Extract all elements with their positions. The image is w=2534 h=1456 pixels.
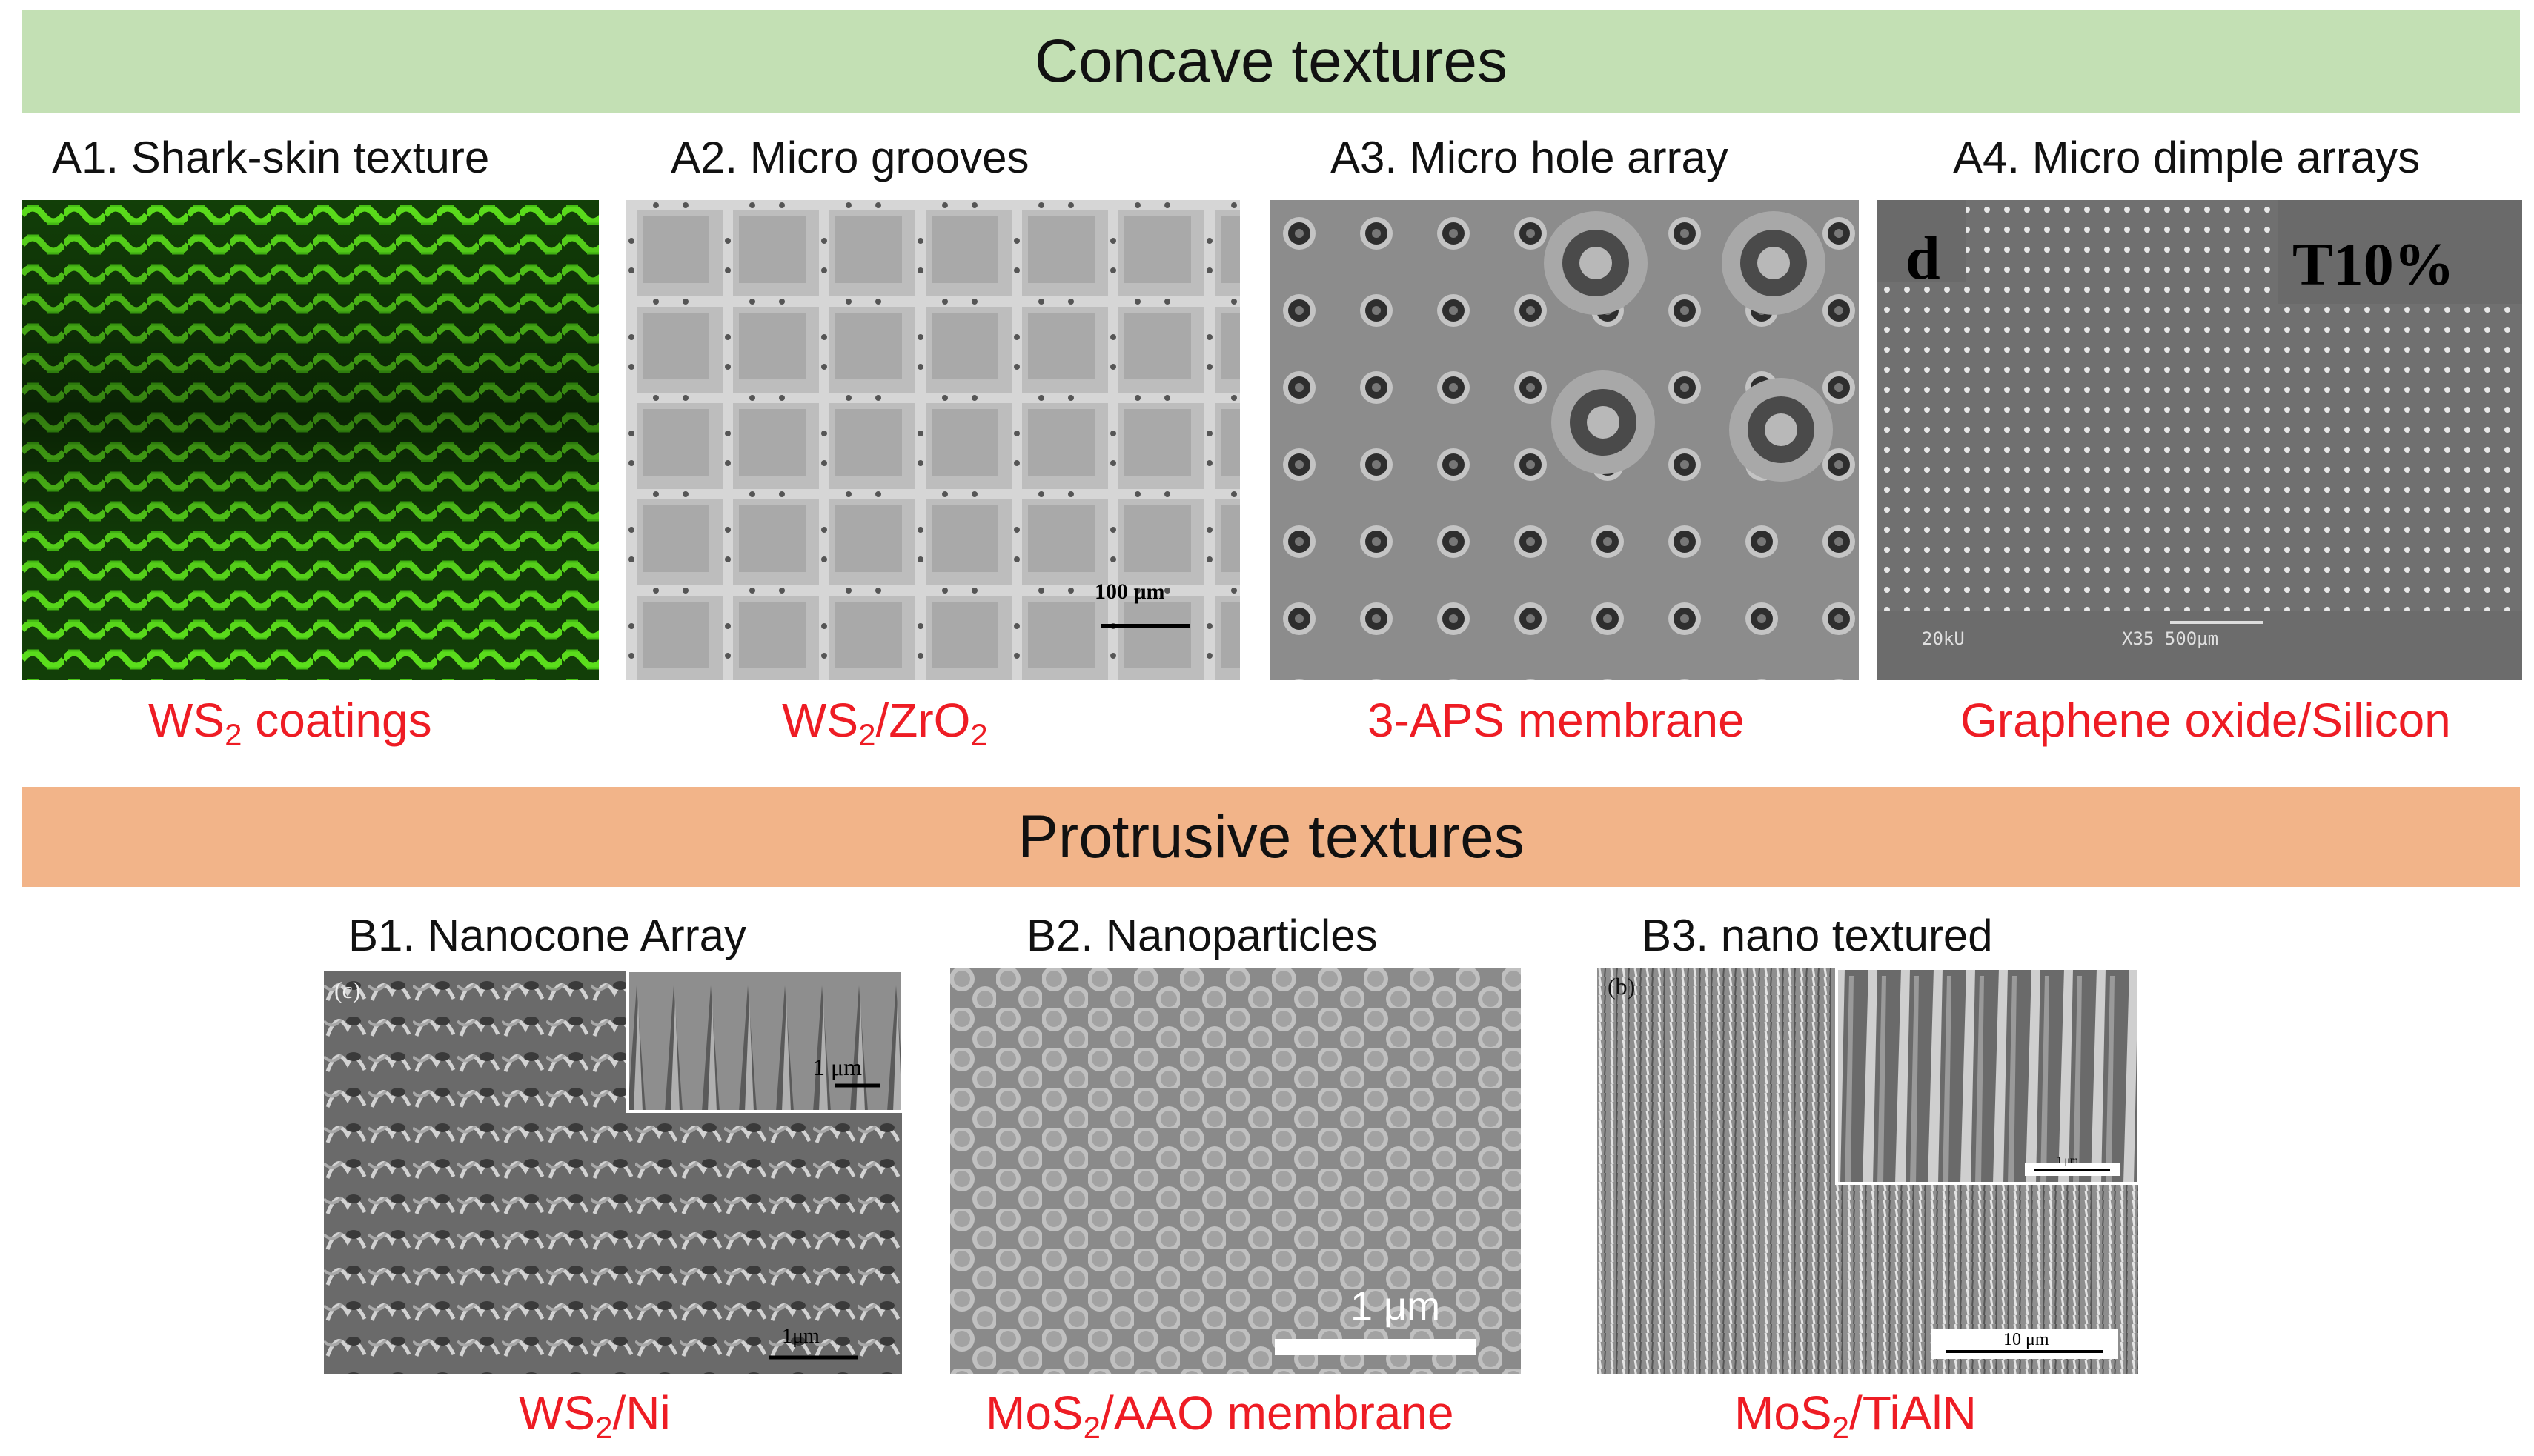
panel-a4-footer-left: 20kU — [1922, 628, 1965, 649]
concave-section-title: Concave textures — [1034, 27, 1508, 95]
panel-a1-title: A1. Shark-skin texture — [52, 133, 490, 182]
panel-b3-image: (b) 1 μm 10 μm — [1597, 968, 2138, 1374]
panel-a2-title: A2. Micro grooves — [671, 133, 1029, 182]
panel-b3-scalebar-label: 10 μm — [2003, 1330, 2049, 1349]
protrusive-section-banner: Protrusive textures — [22, 787, 2520, 887]
panel-a4-image: d T10% 20kU X35 500μm — [1877, 200, 2522, 680]
panel-a2-material: WS2/ZrO2 — [782, 694, 988, 752]
panel-b3-material: MoS2/TiAlN — [1734, 1386, 1977, 1445]
panel-a3-title: A3. Micro hole array — [1330, 133, 1728, 182]
panel-b1-scalebar-label: 1μm — [782, 1325, 820, 1348]
panel-a4-footer-right: X35 500μm — [2122, 628, 2219, 649]
panel-b1-image: (c) 1 μm 1μm — [324, 971, 902, 1374]
panel-a4-corner-tag: T10% — [2292, 230, 2455, 298]
panel-b1-title: B1. Nanocone Array — [348, 911, 746, 960]
panel-b2-image: 1 μm — [950, 968, 1521, 1374]
protrusive-section-title: Protrusive textures — [1018, 802, 1525, 871]
panel-b3-corner-letter: (b) — [1608, 973, 1636, 1000]
panel-a4-corner-letter: d — [1906, 224, 1940, 293]
panel-a4-title: A4. Micro dimple arrays — [1953, 133, 2421, 182]
concave-section-banner: Concave textures — [22, 10, 2520, 113]
panel-b3-title: B3. nano textured — [1642, 911, 1993, 960]
panel-b2-material: MoS2/AAO membrane — [986, 1386, 1454, 1445]
panel-b3-inset-scalebar-label: 1 μm — [2057, 1155, 2078, 1166]
panel-b2-title: B2. Nanoparticles — [1026, 911, 1378, 960]
panel-b1-material: WS2/Ni — [519, 1386, 671, 1445]
panel-a2-scalebar-label: 100 μm — [1095, 579, 1165, 604]
panel-a2-image: 100 μm — [626, 200, 1240, 680]
panel-a1-image — [22, 200, 599, 680]
panel-a4-material: Graphene oxide/Silicon — [1960, 694, 2451, 747]
panel-b1-corner-letter: (c) — [334, 977, 361, 1003]
panel-b1-inset-scalebar-label: 1 μm — [813, 1054, 863, 1080]
panel-a3-image — [1270, 200, 1859, 680]
panel-a3-material: 3-APS membrane — [1367, 694, 1745, 747]
panel-b2-scalebar-label: 1 μm — [1350, 1284, 1441, 1329]
panel-a1-material: WS2 coatings — [148, 694, 432, 752]
